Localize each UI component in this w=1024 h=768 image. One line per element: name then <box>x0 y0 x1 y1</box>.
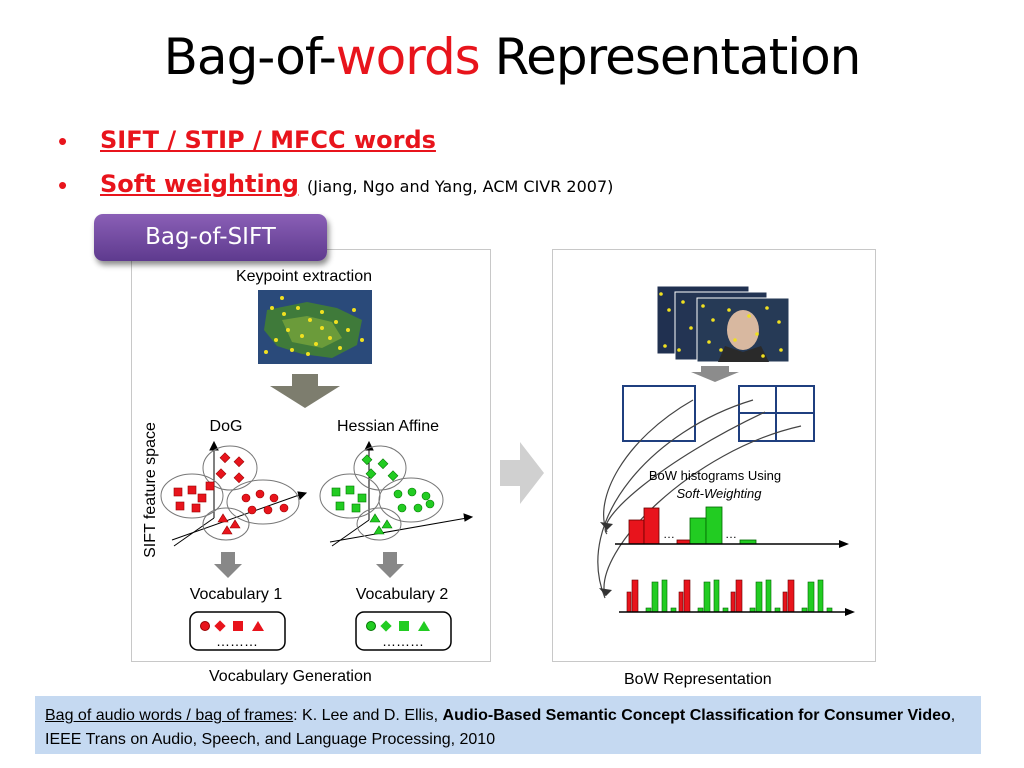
arrowhead <box>600 522 613 530</box>
single-grid-frame <box>622 385 696 442</box>
title-part: Bag-of- <box>163 28 337 86</box>
arrowhead <box>599 588 612 596</box>
down-arrow-icon <box>691 366 739 382</box>
histogram-ellipsis: … <box>663 527 675 541</box>
reference-paper-title: Audio-Based Semantic Concept Classificat… <box>442 707 951 724</box>
histogram-subtitle: Soft-Weighting <box>676 486 762 501</box>
green-words <box>331 454 435 535</box>
bullet-dot: • <box>58 126 68 156</box>
vocabulary-1-label: Vocabulary 1 <box>190 586 283 603</box>
bullet-text: SIFT / STIP / MFCC words <box>100 126 436 154</box>
histogram-ellipsis: … <box>725 527 737 541</box>
vocabulary-ellipsis: ……… <box>382 633 424 649</box>
down-arrow-icon <box>214 552 242 578</box>
bullet-dot: • <box>58 170 68 200</box>
histogram-title: BoW histograms Using <box>649 468 781 483</box>
down-arrow-icon <box>376 552 404 578</box>
bow-caption: BoW Representation <box>624 671 772 688</box>
keypoint-label: Keypoint extraction <box>236 268 372 285</box>
reference-venue: , IEEE Trans on Audio, Speech, and Langu… <box>45 707 956 748</box>
bow-diagram: BoW histograms Using Soft-Weighting … … <box>597 285 855 616</box>
down-arrow-icon <box>270 374 340 408</box>
reference-box: Bag of audio words / bag of frames: K. L… <box>35 696 981 754</box>
vocabulary-2-box: ……… <box>355 611 452 651</box>
vocabulary-panel: Keypoint extraction SIFT feature space D… <box>131 249 491 662</box>
keypoint-image <box>258 290 372 364</box>
bullet-citation: (Jiang, Ngo and Yang, ACM CIVR 2007) <box>306 177 614 196</box>
bow-panel: BoW histograms Using Soft-Weighting … … <box>552 249 876 662</box>
histogram-region-level <box>619 579 855 616</box>
histogram-frame-level: … … <box>615 506 849 548</box>
bullet-text: Soft weighting (Jiang, Ngo and Yang, ACM … <box>100 170 613 198</box>
split-grid-frame <box>738 385 815 442</box>
video-frames <box>656 285 790 363</box>
right-arrow-icon <box>500 442 544 504</box>
reference-authors: : K. Lee and D. Ellis, <box>293 707 443 724</box>
red-words <box>173 452 289 535</box>
slide-title: Bag-of-words Representation <box>0 28 1024 86</box>
detector-label-dog: DoG <box>210 418 243 435</box>
axis-label: SIFT feature space <box>142 422 159 558</box>
vocabulary-1-box: ……… <box>189 611 286 651</box>
title-part: Representation <box>479 28 862 86</box>
feature-space-hessian <box>319 440 474 547</box>
feature-space-dog <box>160 440 308 547</box>
title-accent-word: words <box>335 28 481 86</box>
vocabulary-caption: Vocabulary Generation <box>209 668 372 685</box>
bag-of-sift-tag: Bag-of-SIFT <box>94 214 327 261</box>
bullet-highlight: SIFT / STIP / MFCC words <box>100 126 436 154</box>
vocabulary-2-label: Vocabulary 2 <box>356 586 449 603</box>
vocabulary-ellipsis: ……… <box>216 633 258 649</box>
reference-prefix: Bag of audio words / bag of frames <box>45 707 294 724</box>
detector-label-hessian: Hessian Affine <box>337 418 439 435</box>
vocabulary-diagram: Keypoint extraction SIFT feature space D… <box>142 268 474 651</box>
bullet-highlight: Soft weighting <box>100 170 299 198</box>
